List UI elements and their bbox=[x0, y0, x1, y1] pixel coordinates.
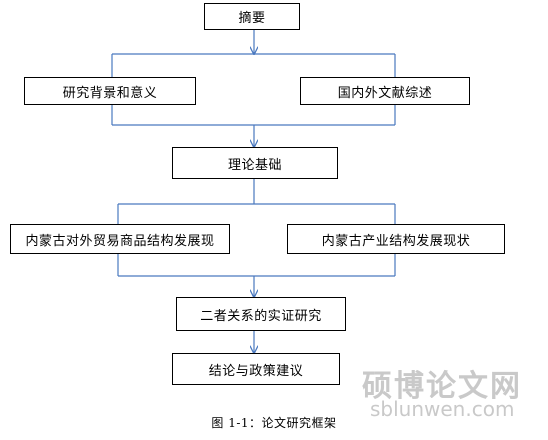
box-background-label: 研究背景和意义 bbox=[62, 85, 158, 101]
box-conclusion-label: 结论与政策建议 bbox=[208, 363, 304, 379]
box-abstract: 摘要 bbox=[204, 3, 300, 30]
box-industry-structure: 内蒙古产业结构发展现状 bbox=[287, 224, 505, 254]
watermark-cn: 硕博论文网 bbox=[362, 369, 522, 404]
box-trade-structure: 内蒙古对外贸易商品结构发展现 bbox=[10, 224, 230, 254]
box-empirical-label: 二者关系的实证研究 bbox=[200, 308, 322, 324]
box-theory: 理论基础 bbox=[172, 147, 338, 179]
box-trade-structure-label: 内蒙古对外贸易商品结构发展现 bbox=[25, 233, 215, 249]
figure-caption: 图 1-1：论文研究框架 bbox=[211, 416, 337, 430]
watermark-en: sblunwen.com bbox=[370, 397, 515, 421]
box-literature-label: 国内外文献综述 bbox=[337, 85, 433, 101]
box-industry-structure-label: 内蒙古产业结构发展现状 bbox=[321, 233, 471, 249]
box-abstract-label: 摘要 bbox=[238, 11, 266, 26]
box-empirical: 二者关系的实证研究 bbox=[176, 297, 346, 331]
box-theory-label: 理论基础 bbox=[227, 157, 282, 173]
box-background: 研究背景和意义 bbox=[24, 77, 196, 105]
box-conclusion: 结论与政策建议 bbox=[172, 353, 340, 385]
box-literature: 国内外文献综述 bbox=[300, 77, 470, 105]
